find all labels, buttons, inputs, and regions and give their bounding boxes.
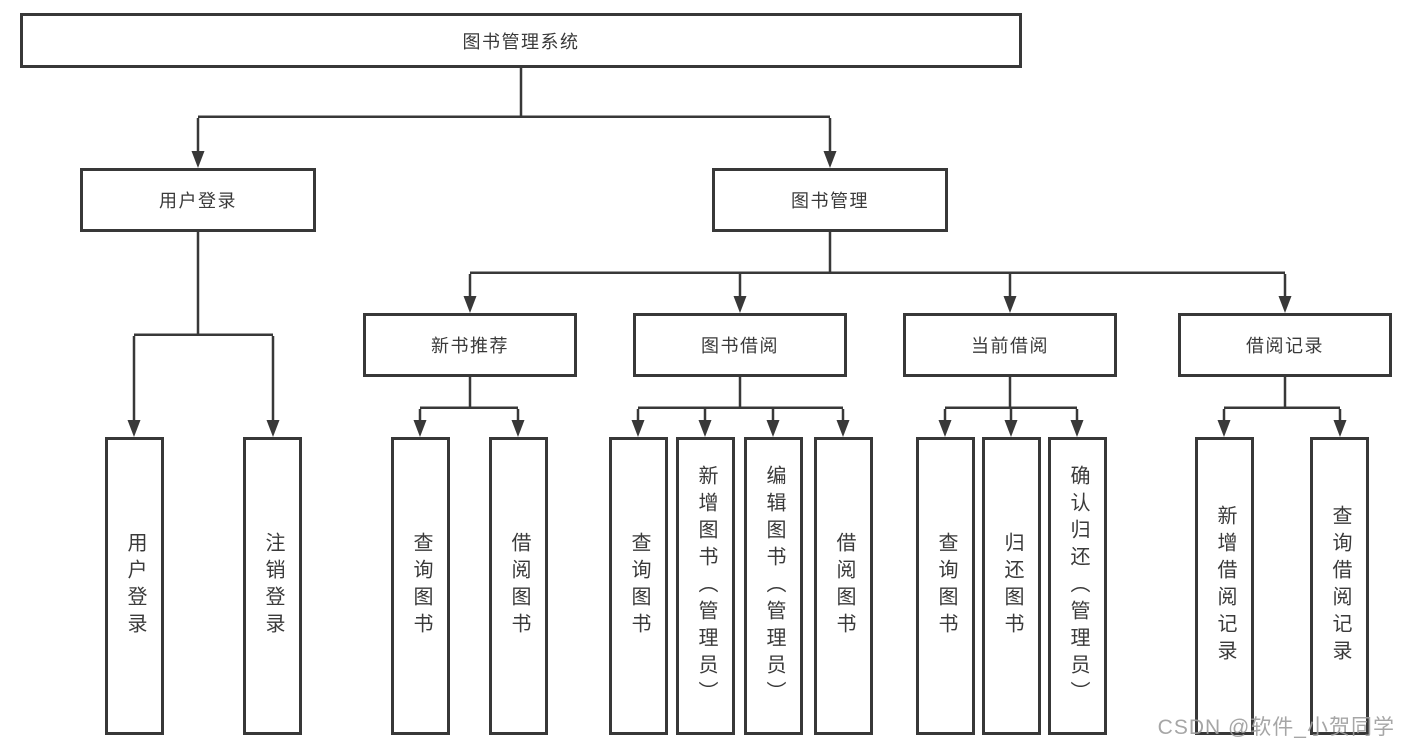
leaf-add-borrow-record: 新增借阅记录 — [1195, 437, 1254, 735]
leaf-query-books-rec: 查询图书 — [391, 437, 450, 735]
leaf-add-books-admin: 新增图书（管理员） — [676, 437, 735, 735]
leaf-user-login-label: 用户登录 — [124, 532, 146, 640]
node-book-mgmt: 图书管理 — [712, 168, 948, 232]
leaf-borrow-books-rec-label: 借阅图书 — [508, 532, 530, 640]
leaf-return-books-label: 归还图书 — [1001, 532, 1023, 640]
leaf-edit-books-admin-label: 编辑图书（管理员） — [763, 464, 785, 708]
node-book-mgmt-label: 图书管理 — [791, 191, 869, 211]
leaf-query-books-borrow-label: 查询图书 — [628, 532, 650, 640]
node-book-borrow-label: 图书借阅 — [701, 336, 779, 356]
node-new-book-rec: 新书推荐 — [363, 313, 577, 377]
node-root-label: 图书管理系统 — [462, 31, 580, 52]
leaf-borrow-books: 借阅图书 — [814, 437, 873, 735]
leaf-confirm-return-label: 确认归还（管理员） — [1067, 464, 1089, 708]
leaf-query-books-rec-label: 查询图书 — [410, 532, 432, 640]
leaf-edit-books-admin: 编辑图书（管理员） — [744, 437, 803, 735]
csdn-watermark: CSDN @软件_小贺同学 — [1157, 716, 1395, 739]
node-borrow-records: 借阅记录 — [1178, 313, 1392, 377]
leaf-query-books-borrow: 查询图书 — [609, 437, 668, 735]
leaf-logout-label: 注销登录 — [262, 532, 284, 640]
node-borrow-records-label: 借阅记录 — [1246, 336, 1324, 356]
node-root: 图书管理系统 — [20, 13, 1022, 68]
leaf-borrow-books-label: 借阅图书 — [833, 532, 855, 640]
node-current-borrow: 当前借阅 — [903, 313, 1117, 377]
leaf-query-borrow-record: 查询借阅记录 — [1310, 437, 1369, 735]
node-current-borrow-label: 当前借阅 — [971, 336, 1049, 356]
leaf-add-books-admin-label: 新增图书（管理员） — [695, 464, 717, 708]
node-user-login: 用户登录 — [80, 168, 316, 232]
leaf-query-books-cur: 查询图书 — [916, 437, 975, 735]
node-book-borrow: 图书借阅 — [633, 313, 847, 377]
node-new-book-rec-label: 新书推荐 — [431, 336, 509, 356]
leaf-logout: 注销登录 — [243, 437, 302, 735]
leaf-user-login: 用户登录 — [105, 437, 164, 735]
leaf-add-borrow-record-label: 新增借阅记录 — [1214, 505, 1236, 667]
leaf-confirm-return: 确认归还（管理员） — [1048, 437, 1107, 735]
node-user-login-label: 用户登录 — [159, 191, 237, 211]
leaf-return-books: 归还图书 — [982, 437, 1041, 735]
leaf-query-books-cur-label: 查询图书 — [935, 532, 957, 640]
leaf-query-borrow-record-label: 查询借阅记录 — [1329, 505, 1351, 667]
leaf-borrow-books-rec: 借阅图书 — [489, 437, 548, 735]
